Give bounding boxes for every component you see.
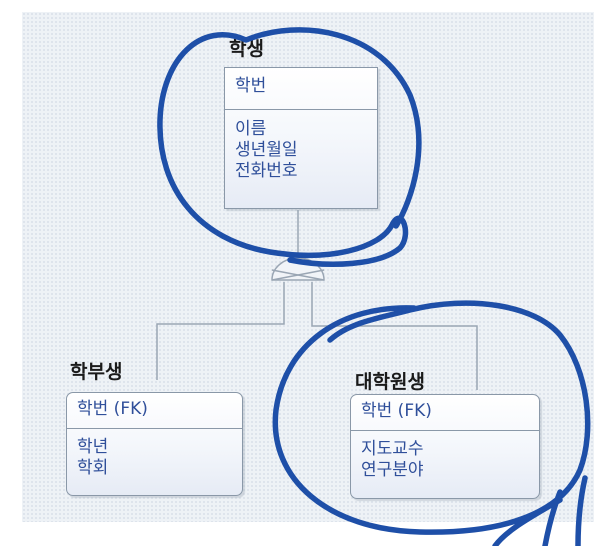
graduate-attributes: 지도교수 연구분야	[351, 433, 539, 498]
graduate-pk: 학번 (FK)	[361, 401, 432, 421]
graduate-entity[interactable]: 학번 (FK) 지도교수 연구분야	[350, 394, 540, 499]
undergraduate-attr-year: 학년	[77, 437, 109, 457]
subtype-symbol	[271, 257, 325, 281]
student-pk-section: 학번	[225, 68, 377, 110]
undergraduate-entity-name: 학부생	[70, 361, 123, 383]
undergraduate-pk: 학번 (FK)	[77, 399, 148, 419]
diagram-canvas: 학생 학번 이름 생년월일 전화번호 학부생 학번 (FK) 학년 학회 대학원…	[22, 12, 594, 522]
undergraduate-attributes: 학년 학회	[67, 431, 242, 495]
student-entity[interactable]: 학번 이름 생년월일 전화번호	[224, 67, 378, 209]
graduate-pk-section: 학번 (FK)	[351, 395, 539, 431]
undergraduate-entity[interactable]: 학번 (FK) 학년 학회	[66, 392, 243, 496]
graduate-attr-advisor: 지도교수	[361, 439, 424, 459]
undergraduate-pk-section: 학번 (FK)	[67, 393, 242, 429]
student-attr-name: 이름	[235, 119, 267, 139]
undergraduate-attr-club: 학회	[77, 458, 109, 478]
student-attr-birthdate: 생년월일	[235, 140, 298, 160]
student-attr-phone: 전화번호	[235, 161, 298, 181]
subtype-symbol-line-2	[271, 269, 325, 281]
graduate-attr-research: 연구분야	[361, 460, 424, 480]
student-entity-name: 학생	[229, 38, 264, 60]
student-attributes: 이름 생년월일 전화번호	[225, 113, 377, 208]
undergraduate-connector	[156, 282, 285, 380]
graduate-entity-name: 대학원생	[355, 371, 425, 393]
student-pk: 학번	[235, 76, 267, 96]
